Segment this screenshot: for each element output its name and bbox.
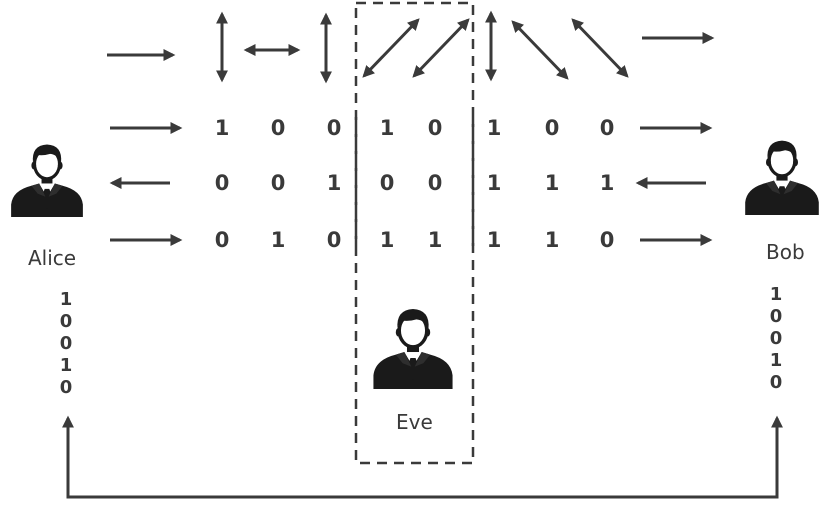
bit-cell: 0 xyxy=(428,171,443,195)
bit-cell: 0 xyxy=(215,228,230,252)
bob-label: Bob xyxy=(766,240,805,264)
bit-cell: 0 xyxy=(327,228,342,252)
bit-cell: 1 xyxy=(545,228,560,252)
eve-avatar xyxy=(371,307,455,391)
key-bit: 0 xyxy=(60,333,73,354)
bit-cell: 1 xyxy=(545,171,560,195)
bit-cell: 1 xyxy=(327,171,342,195)
bit-rows: 1 0 0 1 0 1 0 0 0 0 1 0 0 1 1 1 0 1 0 1 1 1 1 0 xyxy=(215,116,615,252)
bit-cell: 0 xyxy=(271,116,286,140)
key-bit: 1 xyxy=(770,350,783,371)
alice-avatar xyxy=(9,142,85,219)
bit-cell: 0 xyxy=(380,171,395,195)
bit-cell: 1 xyxy=(487,228,502,252)
bit-cell: 1 xyxy=(600,171,615,195)
key-bit: 0 xyxy=(60,311,73,332)
photon-arrow-diagonal-up xyxy=(362,18,420,78)
bit-cell: 0 xyxy=(327,116,342,140)
bit-cell: 1 xyxy=(215,116,230,140)
bit-cell: 0 xyxy=(271,171,286,195)
bit-cell: 0 xyxy=(215,171,230,195)
photon-arrow-diagonal-down xyxy=(511,20,569,80)
key-bit: 1 xyxy=(60,355,73,376)
photon-arrow-diagonal-down xyxy=(571,18,629,78)
bit-cell: 1 xyxy=(487,171,502,195)
bit-cell: 1 xyxy=(271,228,286,252)
row-arrows xyxy=(109,122,713,246)
photon-arrow-diagonal-up xyxy=(412,18,470,78)
key-comparison-channel xyxy=(62,415,783,499)
alice-label: Alice xyxy=(28,246,76,270)
eve: Eve xyxy=(371,307,455,434)
key-bit: 0 xyxy=(770,306,783,327)
bit-cell: 0 xyxy=(600,228,615,252)
bob-avatar xyxy=(743,138,821,217)
alice: Alice xyxy=(9,142,85,270)
bit-cell: 0 xyxy=(545,116,560,140)
key-bit: 1 xyxy=(770,284,783,305)
key-bit: 1 xyxy=(60,289,73,310)
bit-cell: 1 xyxy=(428,228,443,252)
bob: Bob xyxy=(743,138,821,264)
key-bit: 0 xyxy=(770,328,783,349)
bit-cell: 0 xyxy=(600,116,615,140)
bit-cell: 0 xyxy=(428,116,443,140)
bit-cell: 1 xyxy=(380,116,395,140)
bit-cell: 1 xyxy=(380,228,395,252)
key-bit: 0 xyxy=(60,377,73,398)
photon-bases xyxy=(107,10,715,84)
eve-label: Eve xyxy=(396,410,433,434)
bit-cell: 1 xyxy=(487,116,502,140)
key-bit: 0 xyxy=(770,372,783,393)
eve-intercept-box xyxy=(354,1,475,465)
